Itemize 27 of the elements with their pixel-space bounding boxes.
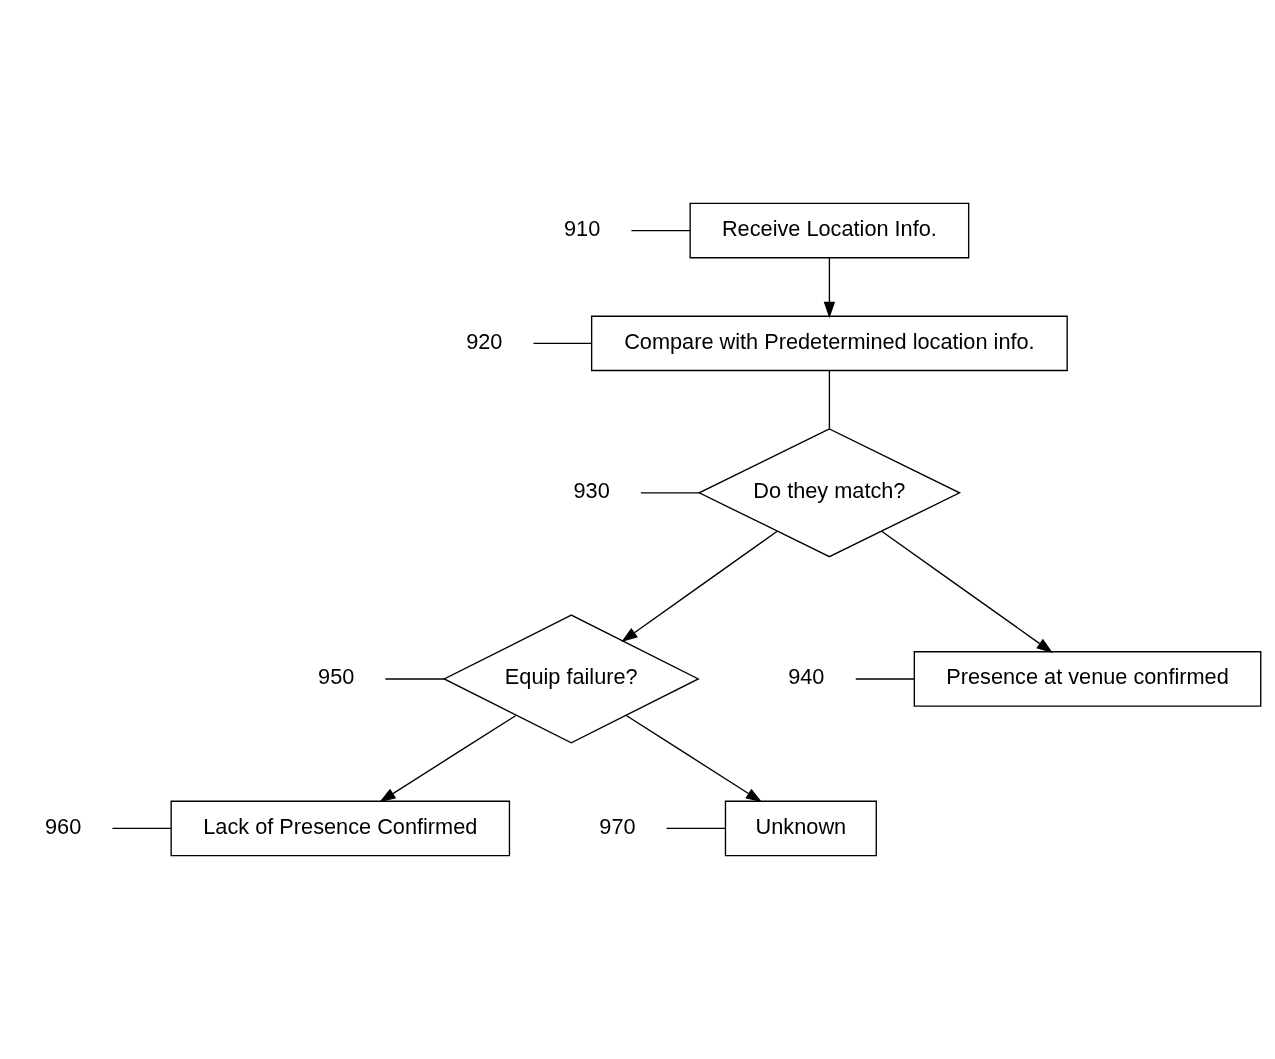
node-box: Compare with Predetermined location info. — [590, 315, 1068, 372]
connector — [665, 827, 726, 830]
node-text: 940 — [788, 664, 825, 690]
node-diamond: Do they match? — [697, 428, 962, 558]
node-text: 970 — [599, 813, 636, 839]
node-box: Unknown — [724, 800, 877, 857]
node-box: Receive Location Info. — [689, 202, 970, 259]
arrow — [823, 257, 836, 319]
connector — [384, 678, 445, 680]
connector — [640, 492, 701, 494]
connector — [630, 229, 691, 232]
arrow — [625, 714, 763, 803]
node-box: Lack of Presence Confirmed — [170, 800, 511, 857]
node-text: 950 — [318, 664, 355, 690]
node-text: 920 — [466, 328, 503, 354]
connector — [532, 342, 592, 345]
connector — [828, 369, 831, 430]
arrow — [379, 714, 517, 803]
connector — [855, 678, 915, 680]
node-text: 960 — [45, 813, 82, 839]
node-text: 930 — [573, 477, 610, 503]
connector — [111, 827, 172, 830]
node-text: 910 — [564, 215, 601, 241]
arrow — [621, 530, 778, 643]
arrow — [880, 530, 1053, 653]
node-box: Presence at venue confirmed — [913, 651, 1262, 707]
node-diamond: Equip failure? — [442, 614, 700, 744]
